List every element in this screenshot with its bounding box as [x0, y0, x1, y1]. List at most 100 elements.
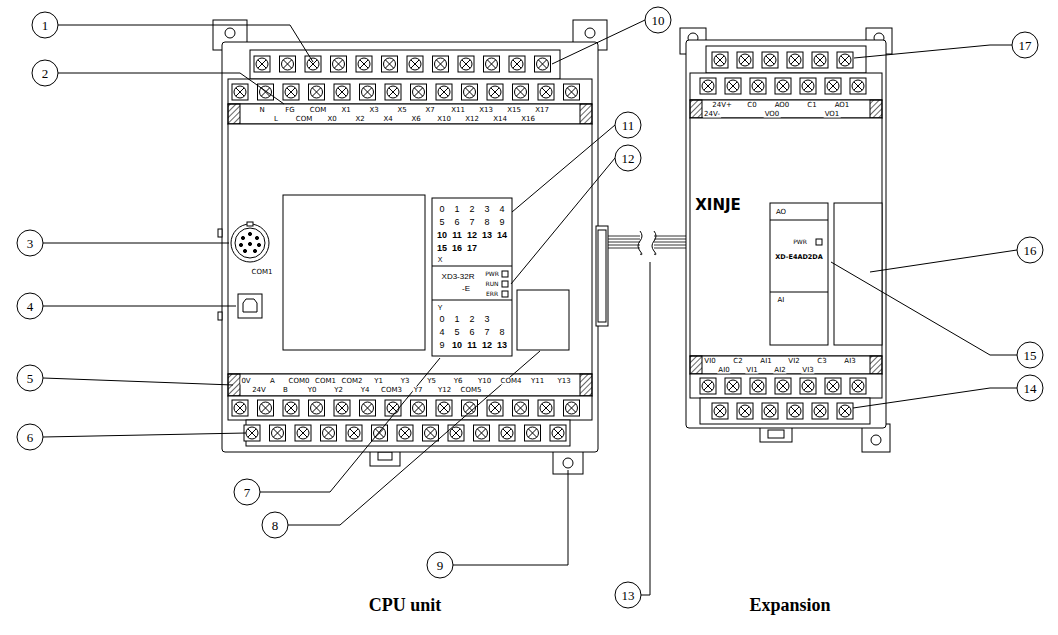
terminal-screw [552, 427, 564, 439]
terminal-screw [486, 58, 498, 70]
cable-break [652, 231, 656, 255]
cable-plug [598, 230, 606, 322]
leader-line [453, 470, 568, 565]
output-led-number: 0 [438, 315, 445, 324]
terminal-screw [407, 56, 423, 72]
terminal-label: Y3 [400, 378, 411, 385]
terminal-screw [750, 378, 766, 394]
input-led-number: 13 [481, 231, 493, 240]
com-port-pin [257, 243, 260, 246]
display-window [283, 195, 425, 350]
terminal-screw [487, 60, 495, 68]
terminal-screw [287, 404, 295, 412]
terminal-label: 24V [251, 387, 267, 394]
terminal-screw [436, 400, 452, 416]
status-led [502, 281, 508, 287]
terminal-screw [513, 84, 529, 100]
leader-line [43, 243, 229, 244]
terminal-screw [566, 402, 578, 414]
din-clip [378, 452, 392, 460]
leader-line [260, 358, 440, 492]
status-led [502, 271, 508, 277]
callout-number: 12 [621, 152, 636, 165]
terminal-screw [791, 56, 799, 64]
terminal-screw [436, 84, 452, 100]
leader-line [43, 433, 246, 437]
terminal-label: X0 [326, 116, 337, 123]
terminal-screw [411, 60, 419, 68]
terminal-screw [542, 88, 550, 96]
terminal-label: Y5 [426, 378, 437, 385]
ribbon-cable [654, 245, 686, 246]
terminal-label: C0 [746, 102, 757, 109]
terminal-screw [513, 60, 521, 68]
input-led-number: 3 [483, 205, 490, 214]
din-clip [768, 430, 784, 438]
terminal-screw [297, 427, 309, 439]
terminal-screw [287, 88, 295, 96]
terminal-screw [729, 82, 737, 90]
terminal-screw [567, 88, 575, 96]
input-led-number: 7 [468, 218, 475, 227]
callout-ring [615, 582, 641, 608]
terminal-screw [716, 407, 724, 415]
terminal-screw [829, 82, 837, 90]
terminal-block [700, 398, 870, 424]
indicator-window [770, 292, 828, 293]
terminal-screw [234, 86, 246, 98]
terminal-screw [414, 88, 422, 96]
terminal-label: X5 [396, 107, 407, 114]
callout-number: 3 [26, 237, 35, 250]
terminal-screw [484, 56, 500, 72]
status-led [816, 239, 822, 245]
terminal-label: Y2 [333, 387, 344, 394]
terminal-label: 24V+ [711, 102, 733, 109]
terminal-screw [324, 429, 332, 437]
terminal-screw [800, 78, 816, 94]
output-led-number: 11 [466, 341, 478, 350]
terminal-screw [411, 60, 419, 68]
terminal-screw [852, 380, 864, 392]
terminal-screw [491, 88, 499, 96]
terminal-label: Y11 [530, 378, 545, 385]
terminal-screw [564, 84, 580, 100]
terminal-screw [737, 403, 753, 419]
terminal-label: X4 [382, 116, 393, 123]
terminal-screw [363, 404, 371, 412]
terminal-screw [287, 88, 295, 96]
terminal-screw [440, 88, 448, 96]
ribbon-cable [654, 236, 686, 237]
terminal-screw [312, 88, 320, 96]
input-led-number: 1 [453, 205, 460, 214]
terminal-screw [538, 400, 554, 416]
com-port-pin [255, 236, 258, 239]
terminal-screw [814, 405, 826, 417]
status-led-label: ERR [485, 291, 499, 297]
input-led-number: 9 [498, 218, 505, 227]
terminal-screw [515, 86, 527, 98]
terminal-screw [741, 56, 749, 64]
leader-line [58, 25, 313, 62]
terminal-screw [258, 400, 274, 416]
terminal-label: COM2 [341, 378, 364, 385]
terminal-screw [775, 78, 791, 94]
leader-line [288, 351, 540, 525]
terminal-screw [825, 378, 841, 394]
input-led-number: 17 [466, 244, 478, 253]
terminal-screw [487, 60, 495, 68]
terminal-screw [852, 80, 864, 92]
terminal-label: VO0 [764, 111, 781, 118]
callout-ring [17, 293, 43, 319]
callout-ring [615, 145, 641, 171]
terminal-screw [509, 56, 525, 72]
terminal-screw [385, 60, 393, 68]
terminal-screw [321, 425, 337, 441]
com-port-pin [241, 236, 244, 239]
callout-number: 14 [1023, 382, 1038, 395]
terminal-label: X13 [478, 107, 494, 114]
terminal-screw [841, 407, 849, 415]
terminal-screw [283, 84, 299, 100]
terminal-label: AO1 [834, 102, 851, 109]
terminal-screw [542, 404, 550, 412]
